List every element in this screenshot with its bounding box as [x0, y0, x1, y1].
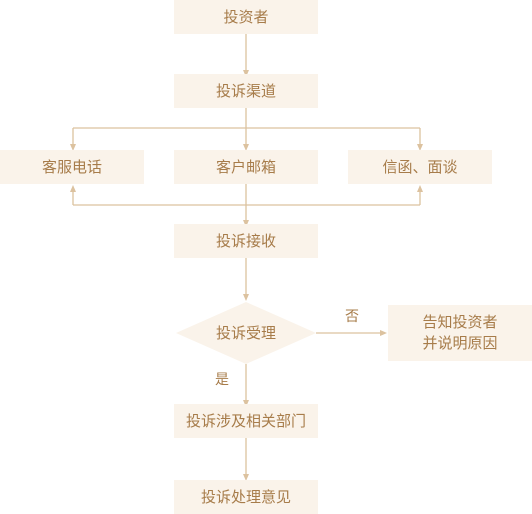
node-complaint-channel-label: 投诉渠道	[215, 81, 276, 100]
node-notify-investor: 告知投资者 并说明原因	[388, 305, 532, 361]
node-handling-opinion: 投诉处理意见	[174, 480, 318, 514]
node-complaint-accept-label: 投诉受理	[215, 323, 276, 342]
edge-label-yes: 是	[215, 372, 229, 388]
decision-diamond-shape	[176, 302, 316, 364]
node-customer-mailbox-label: 客户邮箱	[215, 157, 276, 176]
node-complaint-receive: 投诉接收	[174, 224, 318, 258]
node-complaint-receive-label: 投诉接收	[215, 231, 276, 250]
node-investor-label: 投资者	[223, 7, 269, 26]
node-notify-investor-line1: 告知投资者	[422, 313, 498, 331]
node-related-departments: 投诉涉及相关部门	[174, 404, 318, 438]
node-complaint-accept-decision: 投诉受理	[176, 302, 316, 364]
node-letter-interview: 信函、面谈	[348, 150, 492, 184]
edge-label-no: 否	[345, 309, 359, 325]
node-investor: 投资者	[174, 0, 318, 34]
node-notify-investor-line2: 并说明原因	[422, 334, 498, 352]
node-letter-interview-label: 信函、面谈	[382, 157, 458, 176]
node-complaint-channel: 投诉渠道	[174, 74, 318, 108]
node-related-departments-label: 投诉涉及相关部门	[185, 411, 306, 430]
node-handling-opinion-label: 投诉处理意见	[200, 487, 291, 506]
node-customer-mailbox: 客户邮箱	[174, 150, 318, 184]
node-service-phone-label: 客服电话	[41, 157, 102, 176]
node-service-phone: 客服电话	[0, 150, 144, 184]
